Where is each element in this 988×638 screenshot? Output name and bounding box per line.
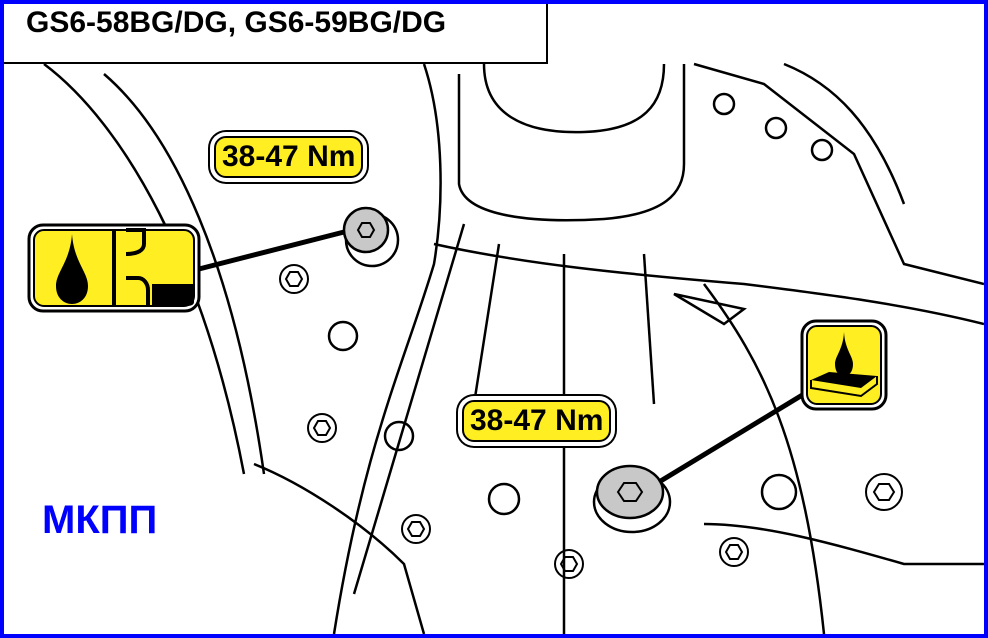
model-title: GS6-58BG/DG, GS6-59BG/DG	[26, 6, 447, 39]
transmission-label: МКПП	[42, 498, 158, 542]
transmission-line-art	[43, 62, 984, 634]
drain-plug	[592, 464, 672, 534]
bolt	[279, 264, 309, 294]
torque-badge-fill-plug: 38-47 Nm	[214, 136, 364, 178]
torque-badge-drain-plug: 38-47 Nm	[462, 400, 612, 442]
oil-fill-level-icon	[27, 223, 201, 313]
fill-plug	[342, 206, 400, 268]
title-box: GS6-58BG/DG, GS6-59BG/DG	[4, 4, 548, 64]
oil-drain-icon	[800, 319, 888, 411]
